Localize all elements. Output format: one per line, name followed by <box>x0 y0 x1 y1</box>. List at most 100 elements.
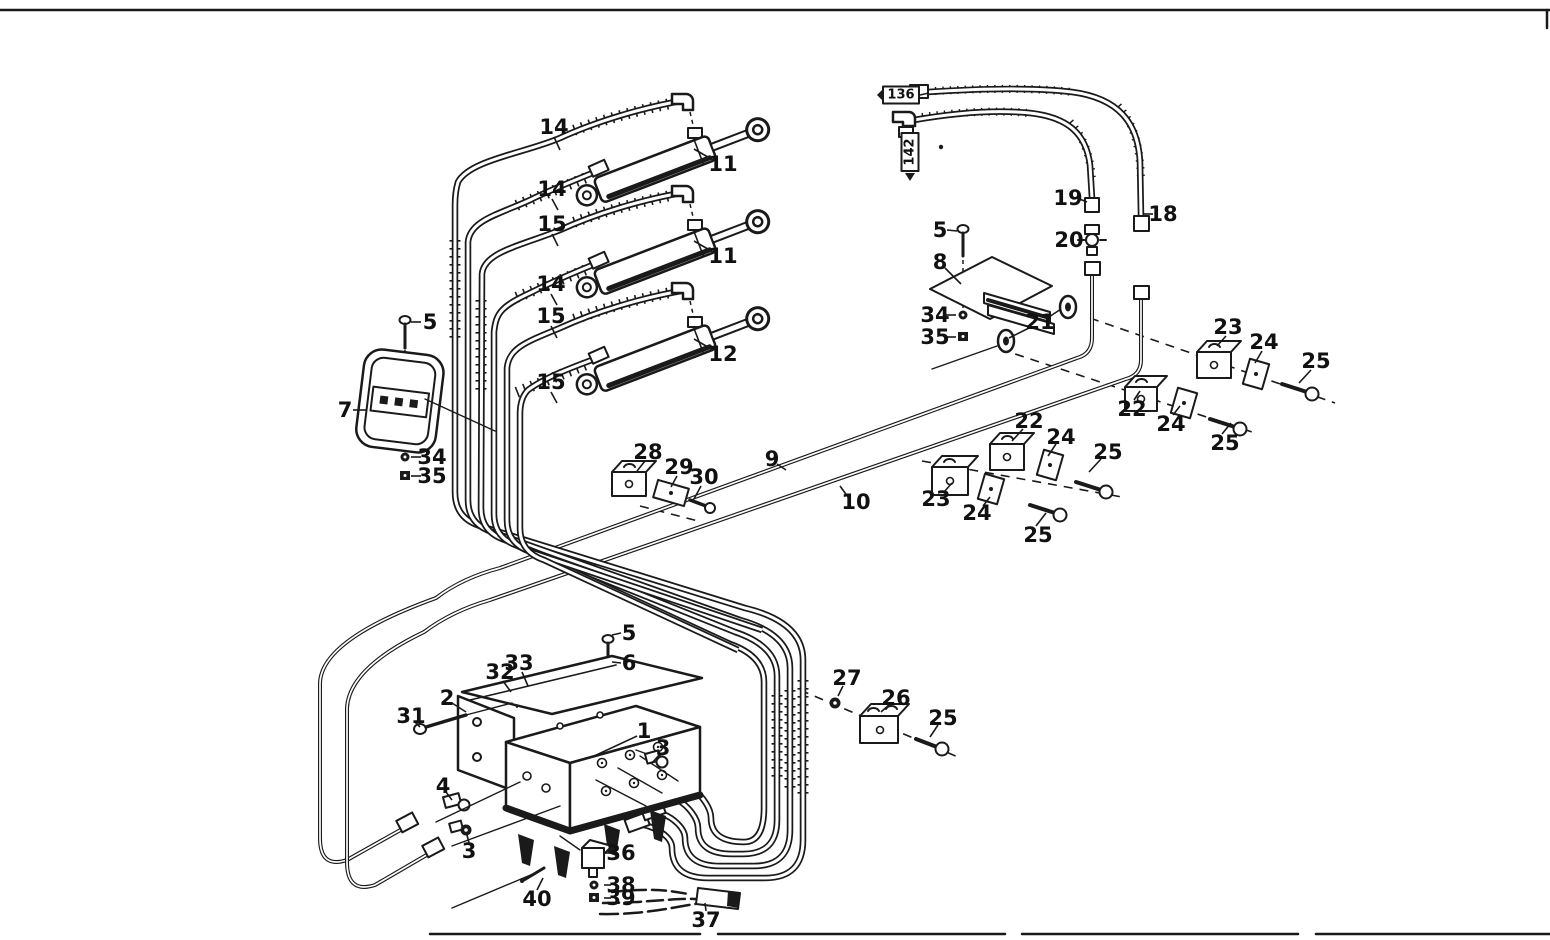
part-number-label: 29 <box>664 455 693 479</box>
part-number-label: 25 <box>1210 431 1239 455</box>
part-number-label: 15 <box>537 212 566 236</box>
callout-leader-line <box>1076 197 1088 203</box>
bolt-30 <box>688 498 708 508</box>
callout-leader-line <box>553 136 561 151</box>
part-callout-36-48: 36 <box>606 841 636 865</box>
callout-leader-line <box>451 702 467 713</box>
part-callout-5-38: 5 <box>611 621 637 645</box>
print-speck <box>938 144 944 150</box>
part-number-label: 27 <box>832 666 861 690</box>
clamp-set-lower-pair <box>931 432 1114 523</box>
reference-tag-142: 142 <box>900 132 920 181</box>
part-number-label: 5 <box>933 218 948 242</box>
part-callout-24-31: 24 <box>962 496 992 525</box>
part-callout-34-18: 34 <box>920 303 956 327</box>
part-number-label: 35 <box>920 325 949 349</box>
hose-elbow-fittings <box>587 92 703 365</box>
part-number-label: 11 <box>708 244 737 268</box>
callout-leader-line <box>1298 369 1312 384</box>
part-number-label: 19 <box>1053 186 1082 210</box>
part-number-label: 34 <box>920 303 949 327</box>
callout-leader-line <box>466 834 470 844</box>
fitting-3-bottom <box>448 805 561 847</box>
part-callout-4-46: 4 <box>436 774 453 801</box>
callout-leader-line <box>1035 512 1047 527</box>
part-callout-6-39: 6 <box>611 651 637 675</box>
part-number-label: 40 <box>522 887 551 911</box>
part-number-label: 10 <box>841 490 870 514</box>
part-callout-5-16: 5 <box>933 218 958 242</box>
part-number-label: 24 <box>1046 425 1075 449</box>
clamp-set-top-right <box>1196 340 1320 402</box>
part-callout-19-13: 19 <box>1053 186 1088 210</box>
callout-leader-line <box>704 902 707 912</box>
part-callout-12-7: 12 <box>693 338 738 366</box>
part-callout-38-49: 38 <box>604 873 636 897</box>
part-callout-24-28: 24 <box>1046 425 1076 457</box>
reference-tag-label: 136 <box>887 88 914 103</box>
part-number-label: 22 <box>1117 397 1146 421</box>
part-number-label: 9 <box>765 447 780 471</box>
part-callout-22-27: 22 <box>1011 409 1044 442</box>
part-number-label: 12 <box>708 342 737 366</box>
part-callout-24-25: 24 <box>1156 405 1186 436</box>
callout-leader-line <box>693 148 714 161</box>
part-number-label: 3 <box>462 839 477 863</box>
part-callout-25-32: 25 <box>1023 512 1053 547</box>
part-number-label: 37 <box>691 908 720 932</box>
part-callout-10-37: 10 <box>839 485 871 514</box>
part-callout-34-11: 34 <box>411 445 447 469</box>
callout-leader-line <box>651 753 661 764</box>
part-callout-25-29: 25 <box>1088 440 1123 473</box>
callout-leader-line <box>837 685 844 697</box>
part-number-label: 36 <box>606 841 635 865</box>
hydraulic-cylinder-11-middle <box>575 209 771 299</box>
callout-leader-line <box>880 703 891 713</box>
steel-pipe-10 <box>345 299 1143 889</box>
bolt-31 <box>413 723 427 735</box>
part-callout-21-20: 21 <box>1008 308 1062 339</box>
part-number-label: 25 <box>928 706 957 730</box>
part-number-label: 25 <box>1093 440 1122 464</box>
part-number-label: 5 <box>622 621 637 645</box>
callout-leader-line <box>1047 443 1057 457</box>
part-number-label: 39 <box>606 886 635 910</box>
part-callout-15-3: 15 <box>537 212 567 247</box>
part-number-label: 22 <box>1014 409 1043 433</box>
part-number-label: 6 <box>622 651 637 675</box>
clamp-set-middle <box>1124 375 1248 437</box>
callout-leader-line <box>445 791 453 801</box>
steel-pipe-9 <box>318 275 1094 864</box>
part-number-label: 30 <box>689 465 718 489</box>
clamp-set-28 <box>611 460 716 514</box>
part-number-label: 28 <box>633 440 662 464</box>
plate-8 <box>929 256 1053 320</box>
grommets-21 <box>996 294 1078 354</box>
part-callout-29-34: 29 <box>664 455 694 488</box>
page-border <box>0 8 1550 936</box>
callout-leader-line <box>693 240 714 253</box>
part-callout-1-44: 1 <box>591 719 651 758</box>
part-number-label: 35 <box>417 464 446 488</box>
callout-leader-line <box>551 233 559 247</box>
reference-tag-layer: 136 142 <box>877 85 930 181</box>
part-callout-22-24: 22 <box>1117 390 1147 421</box>
part-callout-5-9: 5 <box>411 310 437 334</box>
part-number-label: 14 <box>536 272 565 296</box>
part-number-label: 26 <box>881 686 910 710</box>
fitting-3-right <box>635 749 669 769</box>
part-callout-37-52: 37 <box>691 902 721 932</box>
valve-block-legs <box>518 810 666 878</box>
hydraulic-cylinder-12-bottom <box>575 306 771 396</box>
callout-leader-line <box>1172 405 1181 416</box>
callout-leader-line <box>591 735 638 758</box>
callout-leader-line <box>839 485 849 498</box>
callout-leader-line <box>1221 422 1232 435</box>
part-callout-23-30: 23 <box>921 482 953 511</box>
part-callout-25-23: 25 <box>1298 349 1331 384</box>
part-callout-27-53: 27 <box>832 666 862 697</box>
callout-leader-line <box>521 671 529 687</box>
callout-leader-line <box>693 485 702 500</box>
